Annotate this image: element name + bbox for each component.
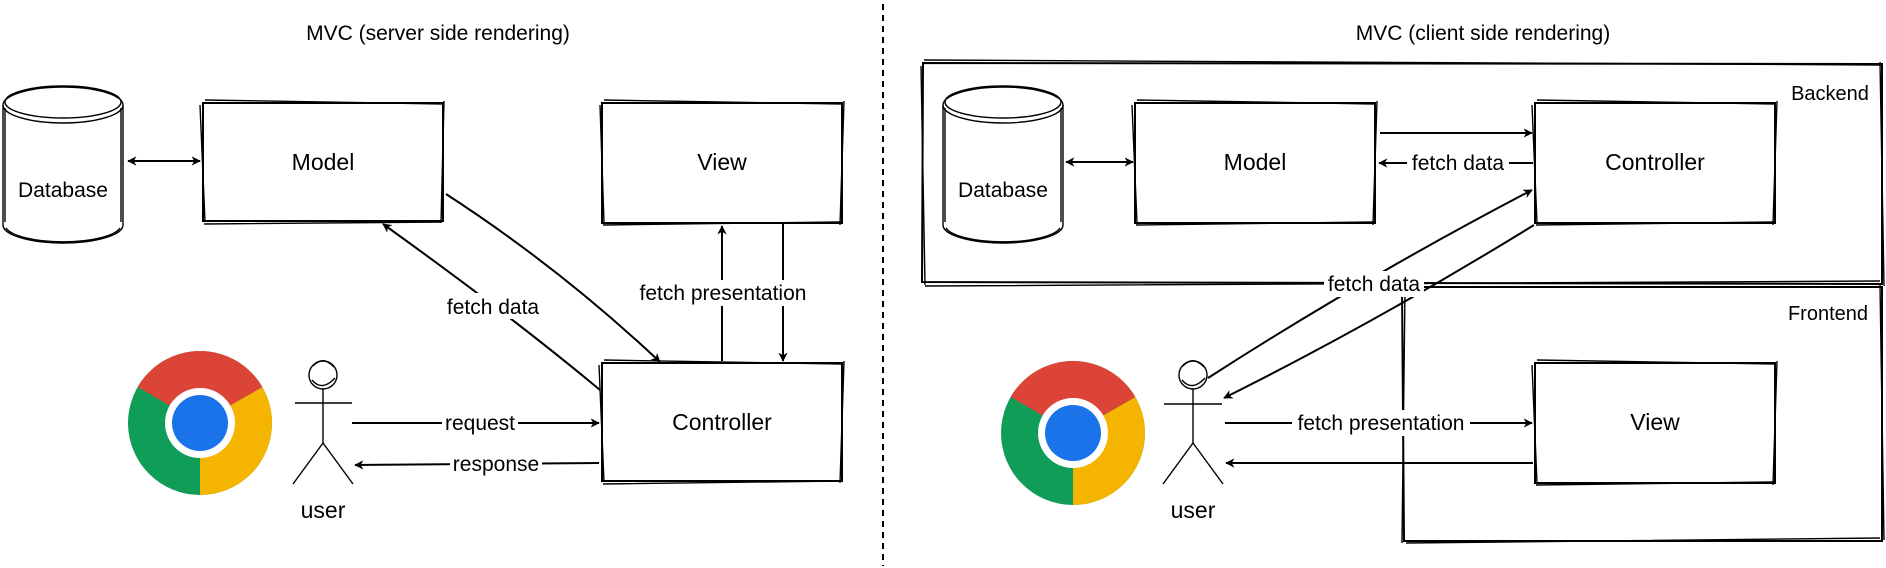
right-user-label: user [1171, 497, 1216, 523]
left-title: MVC (server side rendering) [306, 22, 570, 45]
right-controller-box: Controller [1531, 99, 1778, 226]
right-model-label: Model [1224, 149, 1287, 175]
frontend-label: Frontend [1788, 303, 1868, 325]
left-model-to-controller-arrow [445, 193, 661, 363]
left-view-box: View [599, 99, 845, 226]
right-title: MVC (client side rendering) [1356, 22, 1610, 45]
left-view-label: View [697, 149, 747, 175]
right-user: user [1162, 360, 1224, 523]
stick-figure-icon [1162, 360, 1224, 485]
left-user-label: user [301, 497, 346, 523]
right-controller-label: Controller [1605, 149, 1705, 175]
cylinder-icon [942, 85, 1064, 244]
right-fetch-presentation-label: fetch presentation [1298, 412, 1465, 435]
right-database: Database [942, 85, 1064, 244]
left-controller-box: Controller [598, 359, 845, 485]
backend-container: Backend [920, 59, 1885, 287]
left-user: user [292, 360, 354, 523]
left-controller-label: Controller [672, 409, 772, 435]
left-database-label: Database [18, 179, 108, 202]
left-fetch-data-label: fetch data [447, 296, 540, 319]
right-view-label: View [1630, 409, 1680, 435]
right-fetch-data-user-label: fetch data [1328, 273, 1421, 296]
stick-figure-icon [292, 360, 354, 485]
right-view-box: View [1531, 359, 1778, 486]
left-response-label: response [453, 453, 539, 476]
left-model-label: Model [292, 149, 355, 175]
left-request-label: request [445, 412, 515, 435]
left-fetch-presentation-label: fetch presentation [640, 282, 807, 305]
chrome-icon [1001, 361, 1145, 505]
right-database-label: Database [958, 179, 1048, 202]
left-database: Database [2, 85, 124, 244]
right-model-box: Model [1131, 99, 1378, 226]
right-fetch-data-model-label: fetch data [1412, 152, 1505, 175]
cylinder-icon [2, 85, 124, 244]
backend-label: Backend [1791, 83, 1869, 105]
right-controller-to-user-arrow [1224, 224, 1535, 399]
chrome-icon [128, 351, 272, 495]
left-model-box: Model [199, 99, 445, 225]
